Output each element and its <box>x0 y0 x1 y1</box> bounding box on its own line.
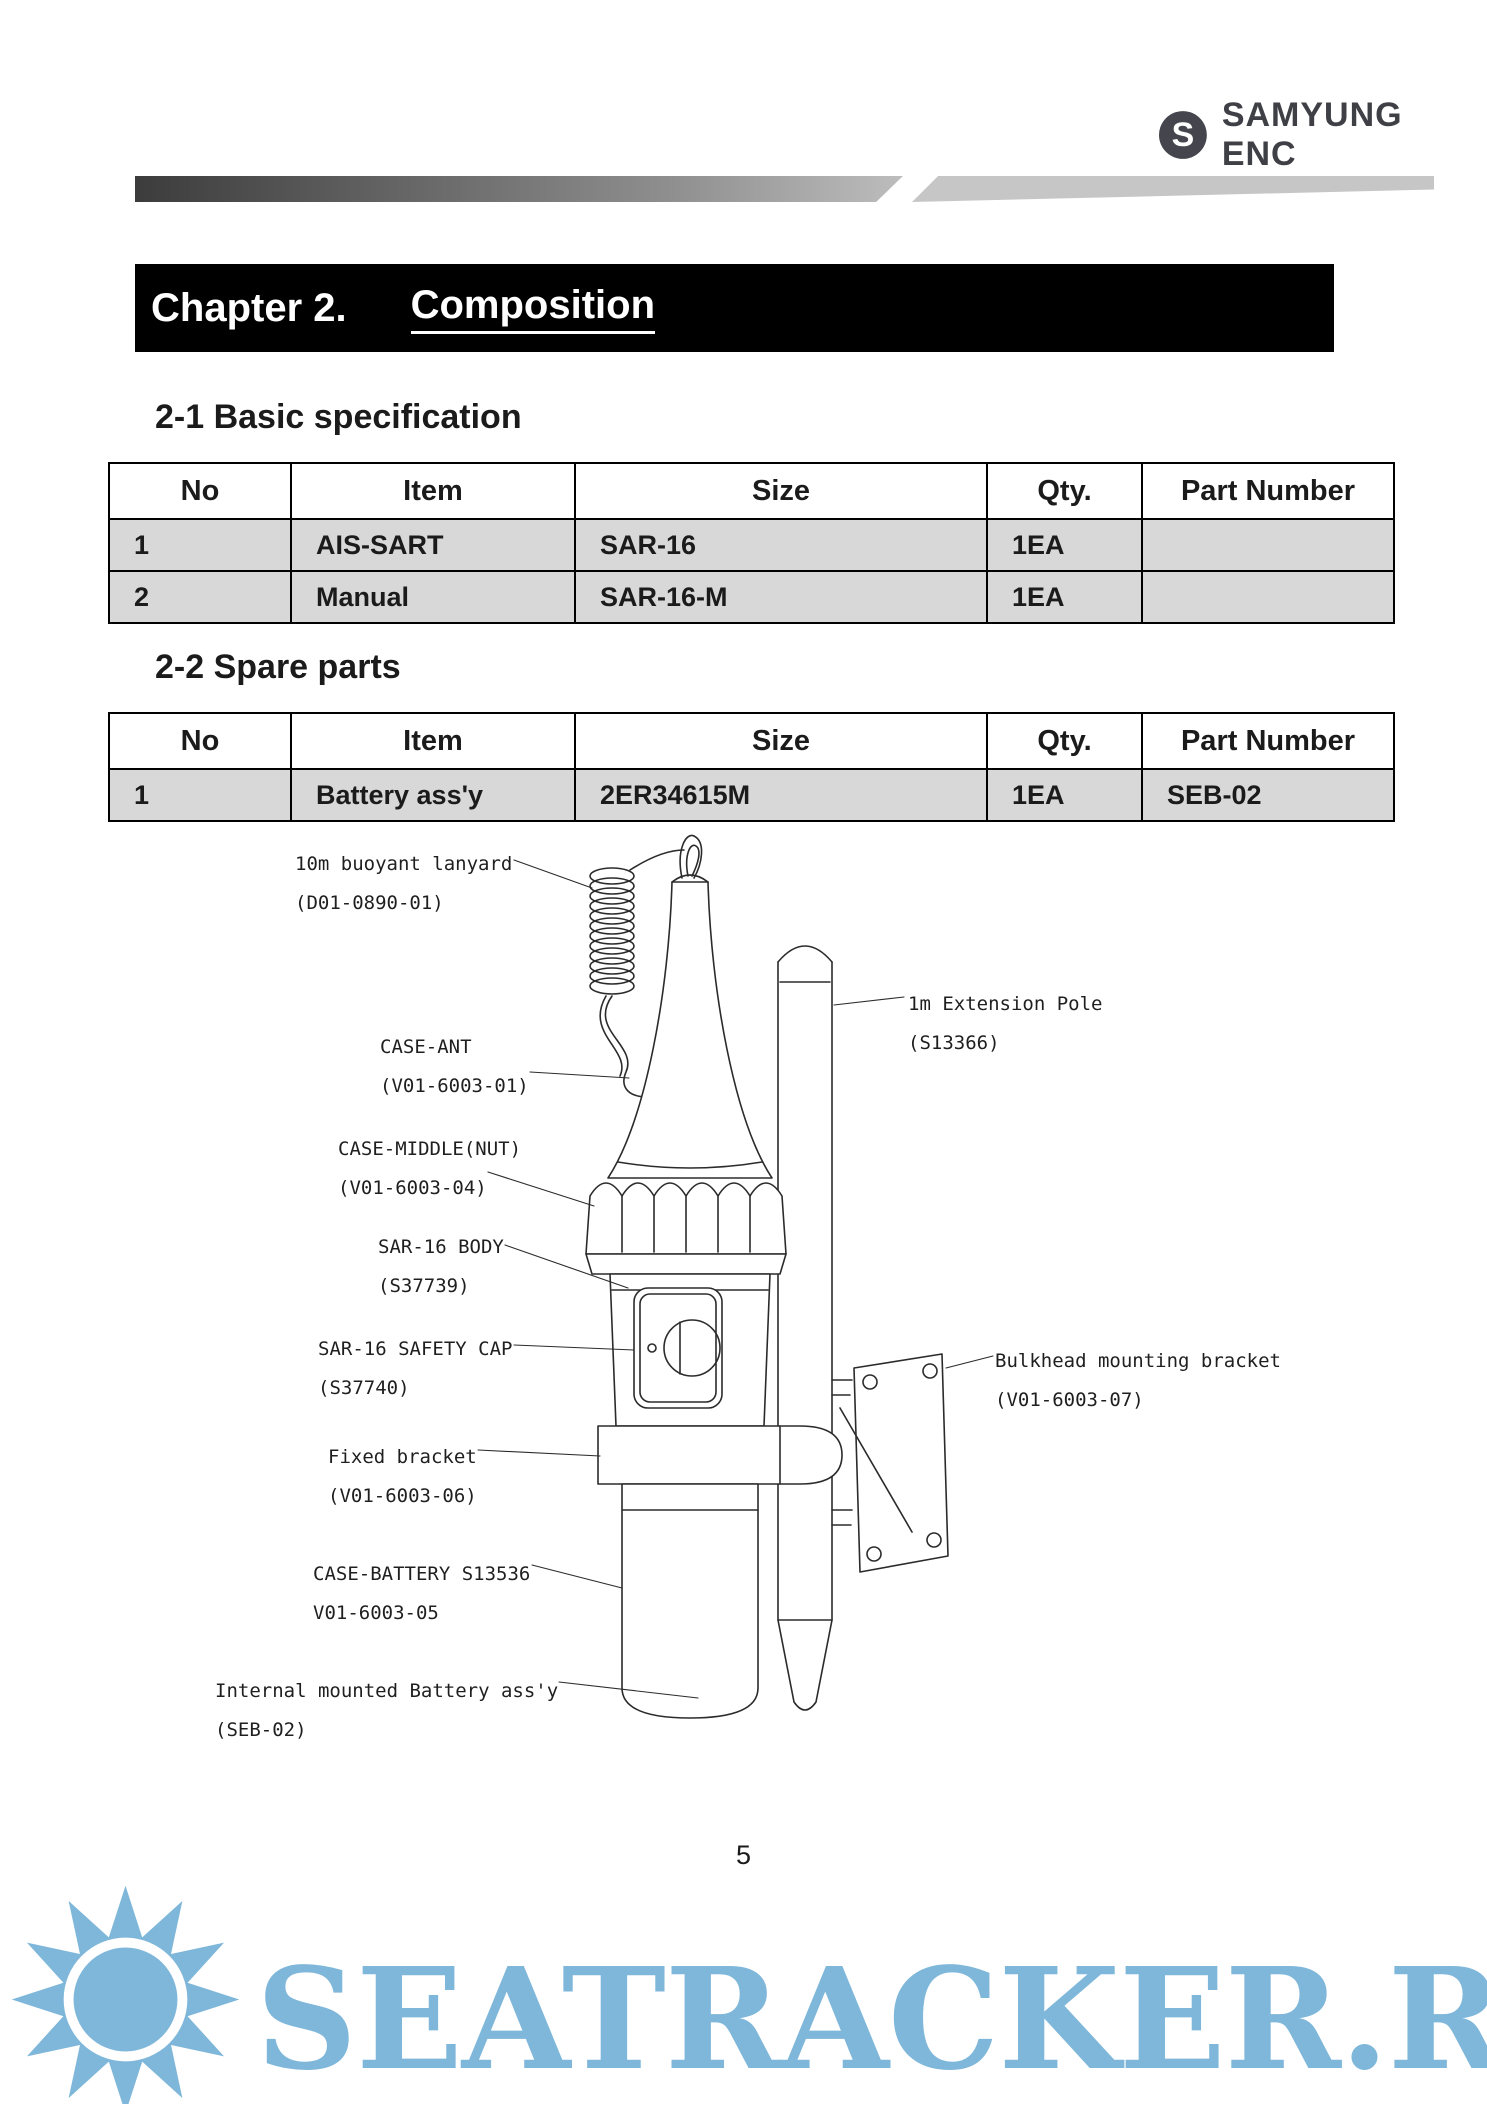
basic-spec-table: No Item Size Qty. Part Number 1 AIS-SART… <box>108 462 1395 624</box>
column-header-item: Item <box>290 712 576 770</box>
chapter-title: Composition <box>410 283 656 334</box>
column-header-qty: Qty. <box>986 462 1143 520</box>
table-cell: Manual <box>290 570 576 624</box>
svg-text:S: S <box>1172 116 1195 154</box>
table-row: 2 Manual SAR-16-M 1EA <box>108 570 1395 624</box>
fixed-bracket <box>597 1425 843 1485</box>
table-cell: 1EA <box>986 570 1143 624</box>
table-cell: Battery ass'y <box>290 768 576 822</box>
label-body: SAR-16 BODY(S37739) <box>378 1236 504 1297</box>
header-rule-light <box>912 176 1434 202</box>
column-header-size: Size <box>574 712 988 770</box>
table-cell: SEB-02 <box>1141 768 1395 822</box>
table-header-row: No Item Size Qty. Part Number <box>108 462 1395 520</box>
table-cell: SAR-16-M <box>574 570 988 624</box>
chapter-banner: Chapter 2. Composition <box>135 264 1334 352</box>
table-cell: 1EA <box>986 768 1143 822</box>
table-cell: SAR-16 <box>574 518 988 572</box>
column-header-qty: Qty. <box>986 712 1143 770</box>
table-row: 1 AIS-SART SAR-16 1EA <box>108 518 1395 572</box>
label-fixed-bracket: Fixed bracket(V01-6003-06) <box>328 1446 477 1507</box>
pole-tip <box>777 1619 833 1711</box>
column-header-part: Part Number <box>1141 462 1395 520</box>
page-number: 5 <box>735 1840 752 1870</box>
section-heading-spare: 2-2 Spare parts <box>155 648 401 686</box>
pole-clamp <box>831 1379 913 1533</box>
case-ant <box>607 881 773 1179</box>
safety-cap <box>633 1287 723 1409</box>
table-header-row: No Item Size Qty. Part Number <box>108 712 1395 770</box>
column-header-item: Item <box>290 462 576 520</box>
table-cell: 2 <box>108 570 292 624</box>
bulkhead-bracket <box>853 1353 949 1573</box>
brand-logo: S SAMYUNG ENC <box>1156 96 1487 174</box>
section-heading-basic: 2-1 Basic specification <box>155 398 522 436</box>
label-extension-pole: 1m Extension Pole(S13366) <box>908 993 1103 1054</box>
label-case-ant: CASE-ANT(V01-6003-01) <box>380 1036 529 1097</box>
sun-icon <box>11 1885 240 2104</box>
header-rule-dark <box>135 176 903 202</box>
top-shackle <box>679 834 703 879</box>
lanyard-coil <box>589 849 685 1098</box>
column-header-size: Size <box>574 462 988 520</box>
spare-parts-table: No Item Size Qty. Part Number 1 Battery … <box>108 712 1395 822</box>
device-diagram <box>477 834 994 1719</box>
table-cell <box>1141 518 1395 572</box>
label-internal-battery: Internal mounted Battery ass'y(SEB-02) <box>215 1680 559 1741</box>
samyung-logo-icon: S <box>1158 111 1207 159</box>
brand-name: SAMYUNG ENC <box>1221 96 1403 173</box>
table-cell: AIS-SART <box>290 518 576 572</box>
table-cell: 1 <box>108 768 292 822</box>
column-header-no: No <box>108 462 292 520</box>
table-cell: 1EA <box>986 518 1143 572</box>
label-safety-cap: SAR-16 SAFETY CAP(S37740) <box>318 1338 513 1399</box>
label-case-middle: CASE-MIDDLE(NUT)(V01-6003-04) <box>338 1138 522 1199</box>
table-cell: 1 <box>108 518 292 572</box>
column-header-no: No <box>108 712 292 770</box>
case-battery <box>621 1483 759 1719</box>
column-header-part: Part Number <box>1141 712 1395 770</box>
pole-cap <box>777 945 833 963</box>
table-cell: 2ER34615M <box>574 768 988 822</box>
label-bulkhead-bracket: Bulkhead mounting bracket(V01-6003-07) <box>995 1350 1281 1411</box>
table-cell <box>1141 570 1395 624</box>
label-lanyard: 10m buoyant lanyard(D01-0890-01) <box>295 853 513 914</box>
watermark: SEATRACKER.RU <box>256 1938 1487 2102</box>
chapter-prefix: Chapter 2. <box>151 285 347 330</box>
table-row: 1 Battery ass'y 2ER34615M 1EA SEB-02 <box>108 768 1395 822</box>
leader-lines <box>477 859 994 1699</box>
